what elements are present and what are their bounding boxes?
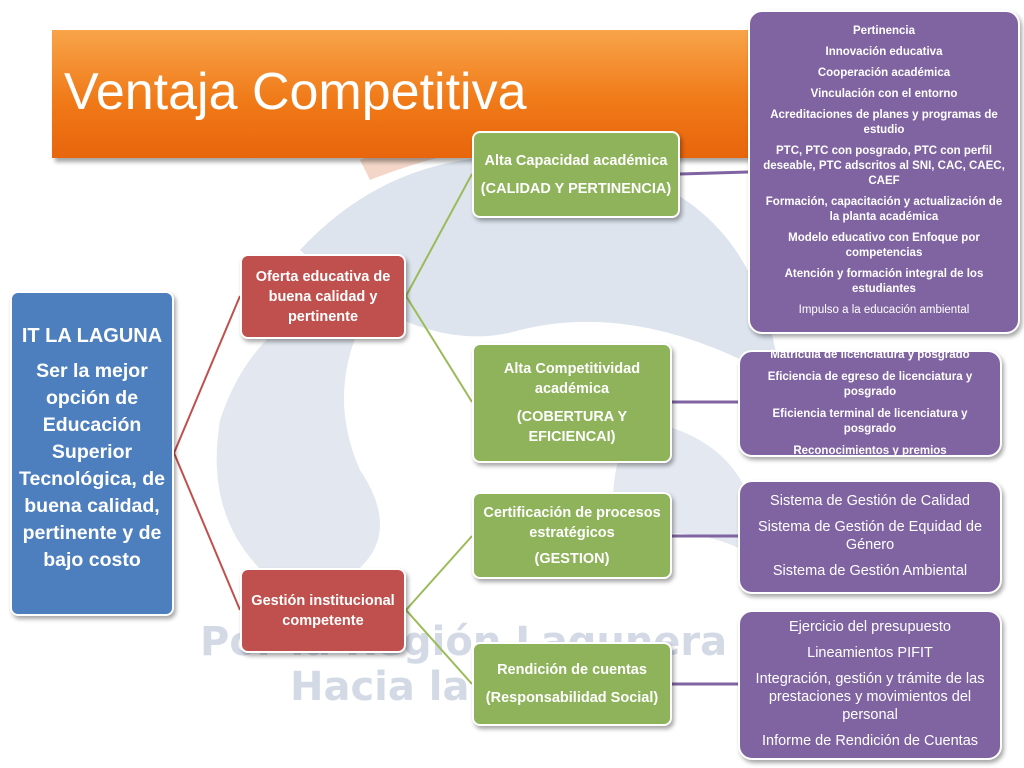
branch-gestion-institucional: Gestión institucional competente xyxy=(240,568,406,653)
connector-root-to-oferta xyxy=(173,295,241,454)
list-item: Eficiencia de egreso de licenciatura y p… xyxy=(767,370,973,398)
list-item: Ejercicio del presupuesto xyxy=(788,619,951,635)
node-alta-capacidad-subtitle: (CALIDAD Y PERTINENCIA) xyxy=(480,180,672,197)
node-alta-capacidad: Alta Capacidad académica (CALIDAD Y PERT… xyxy=(472,131,680,218)
root-node-it-la-laguna: IT LA LAGUNA Ser la mejor opción de Educ… xyxy=(10,291,174,616)
page-title: Ventaja Competitiva xyxy=(64,63,527,121)
list-item: Cooperación académica xyxy=(817,67,951,79)
node-certificacion-subtitle: (GESTION) xyxy=(534,550,610,567)
connector-capacidad-to-list xyxy=(679,170,749,176)
list-item: Vinculación con el entorno xyxy=(810,88,958,100)
list-item: Formación, capacitación y actualización … xyxy=(765,196,1003,223)
root-title: IT LA LAGUNA xyxy=(21,325,163,347)
connector-root-to-gestion xyxy=(173,452,241,611)
connector-oferta-to-capacidad xyxy=(405,173,473,297)
list-item: PTC, PTC con posgrado, PTC con perfil de… xyxy=(763,145,1005,187)
list-item: Innovación educativa xyxy=(825,46,943,58)
node-rendicion-cuentas: Rendición de cuentas (Responsabilidad So… xyxy=(472,642,672,726)
list-item: Eficiencia terminal de licenciatura y po… xyxy=(772,407,968,435)
list-item: Integración, gestión y trámite de las pr… xyxy=(755,671,985,723)
connector-oferta-to-competitividad xyxy=(405,295,473,403)
list-item: Lineamientos PIFIT xyxy=(807,645,933,661)
list-item: Sistema de Gestión Ambiental xyxy=(772,563,968,579)
branch-oferta-text: Oferta educativa de buena calidad y pert… xyxy=(255,268,391,325)
list-item: Sistema de Gestión de Equidad de Género xyxy=(757,519,983,553)
list-rendicion-cuentas: Ejercicio del presupuesto Lineamientos P… xyxy=(738,610,1002,760)
list-item: Informe de Rendición de Cuentas xyxy=(761,733,979,749)
node-alta-capacidad-title: Alta Capacidad académica xyxy=(484,152,668,169)
list-item: Reconocimientos y premios xyxy=(793,444,947,457)
list-pertinencia: Pertinencia Innovación educativa Coopera… xyxy=(748,10,1020,334)
node-rendicion-subtitle: (Responsabilidad Social) xyxy=(485,690,659,706)
branch-oferta-educativa: Oferta educativa de buena calidad y pert… xyxy=(240,254,406,339)
list-gestion-sistemas: Sistema de Gestión de Calidad Sistema de… xyxy=(738,480,1002,594)
node-certificacion: Certificación de procesos estratégicos (… xyxy=(472,492,672,579)
node-alta-competitividad-title: Alta Competitividad académica xyxy=(503,361,641,397)
connector-gestion-to-certificacion xyxy=(405,535,473,611)
list-item: Modelo educativo con Enfoque por compete… xyxy=(788,232,980,259)
root-description: Ser la mejor opción de Educación Superio… xyxy=(19,360,165,571)
list-item: Sistema de Gestión de Calidad xyxy=(770,493,970,509)
list-item: Acreditaciones de planes y programas de … xyxy=(770,109,998,136)
list-item: Atención y formación integral de los est… xyxy=(784,268,984,295)
list-item: Pertinencia xyxy=(853,25,915,37)
node-certificacion-title: Certificación de procesos estratégicos xyxy=(483,504,661,541)
list-competitividad: Matrícula de licenciatura y posgrado Efi… xyxy=(738,348,1002,457)
branch-gestion-text: Gestión institucional competente xyxy=(251,592,395,629)
node-rendicion-title: Rendición de cuentas xyxy=(497,662,647,678)
list-item: Impulso a la educación ambiental xyxy=(798,304,970,316)
node-alta-competitividad: Alta Competitividad académica (COBERTURA… xyxy=(472,343,672,463)
list-item: Matrícula de licenciatura y posgrado xyxy=(770,348,970,361)
node-alta-competitividad-subtitle: (COBERTURA Y EFICIENCAI) xyxy=(516,409,628,445)
connector-gestion-to-rendicion xyxy=(405,609,473,685)
